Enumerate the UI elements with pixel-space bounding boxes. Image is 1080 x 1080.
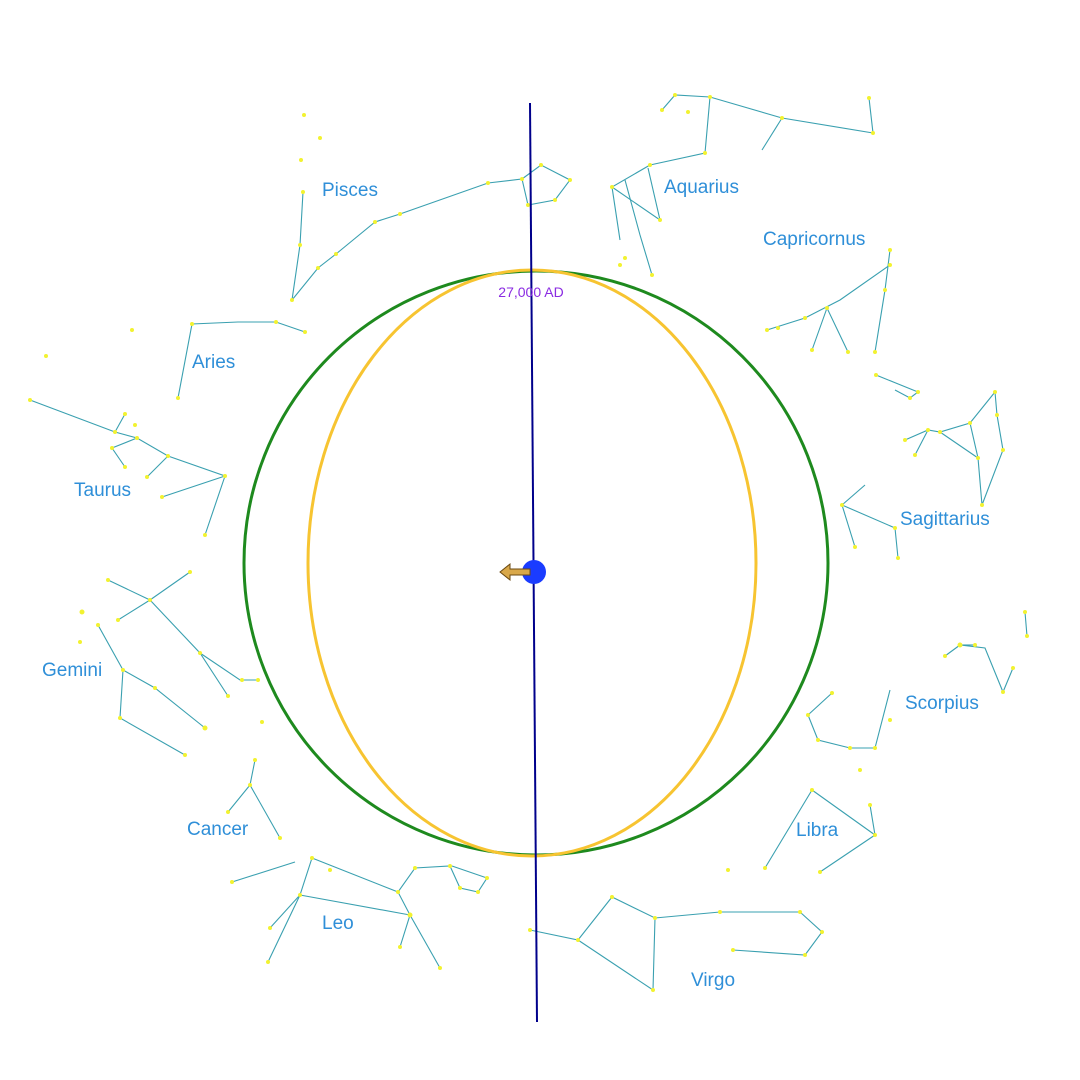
constellation-sagittarius: [840, 373, 1005, 560]
constellation-aries: [130, 320, 307, 400]
constellation-libra: [726, 788, 877, 874]
constellation-aquarius: [610, 93, 875, 277]
label-cancer: Cancer: [187, 819, 249, 840]
constellation-scorpius: [806, 610, 1029, 772]
label-capricornus: Capricornus: [763, 229, 865, 250]
constellation-capricornus: [765, 248, 892, 354]
label-sagittarius: Sagittarius: [900, 509, 990, 530]
year-label: 27,000 AD: [498, 284, 563, 300]
constellation-taurus: [28, 354, 227, 537]
label-virgo: Virgo: [691, 970, 735, 991]
label-leo: Leo: [322, 913, 354, 934]
label-pisces: Pisces: [322, 180, 378, 201]
constellation-virgo: [528, 895, 824, 992]
constellation-cancer: [226, 758, 282, 840]
label-scorpius: Scorpius: [905, 693, 979, 714]
label-taurus: Taurus: [74, 480, 131, 501]
constellation-leo: [230, 856, 489, 970]
earth-marker: [522, 560, 546, 584]
constellation-pisces: [290, 113, 572, 302]
label-aquarius: Aquarius: [664, 177, 739, 198]
direction-arrow-icon: [499, 562, 531, 582]
constellation-gemini: [78, 570, 264, 757]
label-gemini: Gemini: [42, 660, 102, 681]
label-aries: Aries: [192, 352, 235, 373]
label-libra: Libra: [796, 820, 839, 841]
